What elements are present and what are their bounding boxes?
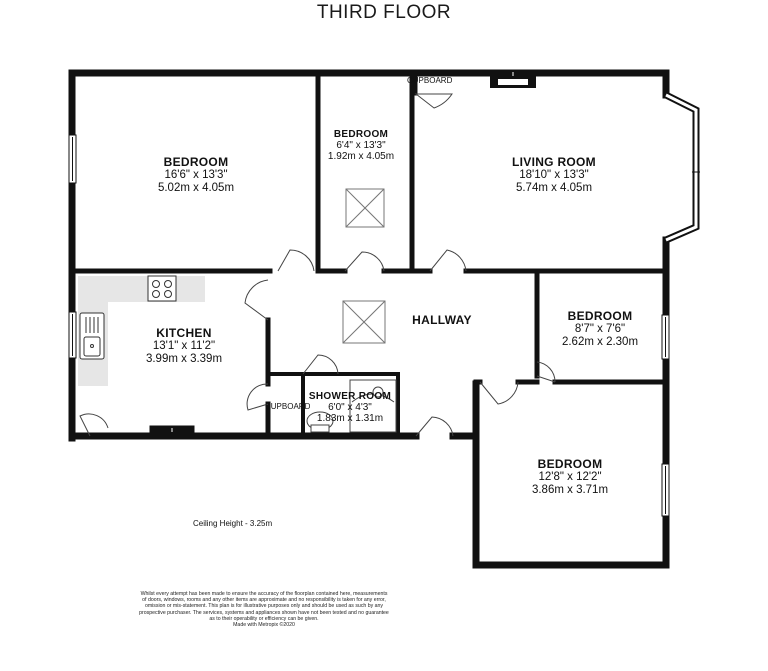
- disclaimer-line: Made with Metropix ©2020: [233, 622, 295, 629]
- disclaimer-line: omission or mis-statement. This plan is …: [144, 603, 384, 610]
- skylights: [342, 188, 386, 344]
- room-label-bedroom-3: BEDROOM 8'7" x 7'6" 2.62m x 2.30m: [562, 310, 638, 349]
- walls: [68, 69, 670, 569]
- room-name: LIVING ROOM: [512, 155, 596, 169]
- room-dimensions-metric: 3.99m x 3.39m: [145, 353, 223, 365]
- room-label-hallway: HALLWAY: [412, 314, 472, 327]
- room-label-shower-room: SHOWER ROOM 6'0" x 4'3" 1.83m x 1.31m: [309, 391, 391, 424]
- disclaimer-line: prospective purchaser. The services, sys…: [139, 609, 389, 616]
- room-dimensions-imperial: 18'10" x 13'3": [519, 169, 589, 181]
- room-name: HALLWAY: [412, 313, 472, 327]
- kitchen-sink-icon: [79, 312, 105, 360]
- room-label-bedroom-2: BEDROOM 6'4" x 13'3" 1.92m x 4.05m: [328, 129, 394, 162]
- room-label-bedroom-4: BEDROOM 12'8" x 12'2" 3.86m x 3.71m: [532, 458, 608, 497]
- room-name: SHOWER ROOM: [308, 391, 392, 402]
- room-dimensions-imperial: 6'4" x 13'3": [336, 140, 386, 151]
- room-dimensions-metric: 3.86m x 3.71m: [531, 484, 609, 496]
- room-name: BEDROOM: [537, 457, 603, 471]
- disclaimer-line: of doors, windows, rooms and any other i…: [142, 597, 386, 604]
- room-dimensions-imperial: 8'7" x 7'6": [574, 323, 626, 335]
- ceiling-height-note: Ceiling Height - 3.25m: [193, 519, 273, 528]
- room-dimensions-metric: 1.92m x 4.05m: [327, 151, 395, 162]
- room-dimensions-metric: 5.74m x 4.05m: [515, 182, 593, 194]
- door-swings: [79, 93, 556, 437]
- room-name: BEDROOM: [163, 155, 229, 169]
- disclaimer-text: Whilst every attempt has been made to en…: [130, 591, 398, 628]
- room-dimensions-imperial: 12'8" x 12'2": [538, 471, 602, 483]
- room-label-living-room: LIVING ROOM 18'10" x 13'3" 5.74m x 4.05m: [512, 156, 596, 195]
- cupboard-label: CUPBOARD: [265, 402, 311, 411]
- bay-window: [664, 91, 700, 244]
- room-label-bedroom-1: BEDROOM 16'6" x 13'3" 5.02m x 4.05m: [158, 156, 234, 195]
- cupboard-label: CUPBOARD: [407, 76, 453, 85]
- room-dimensions-metric: 2.62m x 2.30m: [561, 336, 639, 348]
- window-mullions: [72, 72, 666, 514]
- room-dimensions-metric: 5.02m x 4.05m: [157, 182, 235, 194]
- room-dimensions-metric: 1.83m x 1.31m: [316, 413, 384, 424]
- room-label-kitchen: KITCHEN 13'1" x 11'2" 3.99m x 3.39m: [146, 327, 222, 366]
- room-dimensions-imperial: 6'0" x 4'3": [328, 402, 372, 413]
- room-dimensions-imperial: 13'1" x 11'2": [152, 340, 216, 352]
- shower-fixtures: [306, 379, 397, 433]
- disclaimer-line: as to their operability or efficiency ca…: [209, 615, 319, 622]
- hob-icon: [147, 275, 177, 302]
- disclaimer-line: Whilst every attempt has been made to en…: [140, 591, 388, 597]
- room-name: BEDROOM: [333, 129, 389, 140]
- room-name: BEDROOM: [567, 309, 633, 323]
- room-dimensions-imperial: 16'6" x 13'3": [164, 169, 228, 181]
- floor-title: THIRD FLOOR: [316, 2, 452, 23]
- fireplace-icon: [490, 76, 536, 88]
- room-name: KITCHEN: [156, 326, 212, 340]
